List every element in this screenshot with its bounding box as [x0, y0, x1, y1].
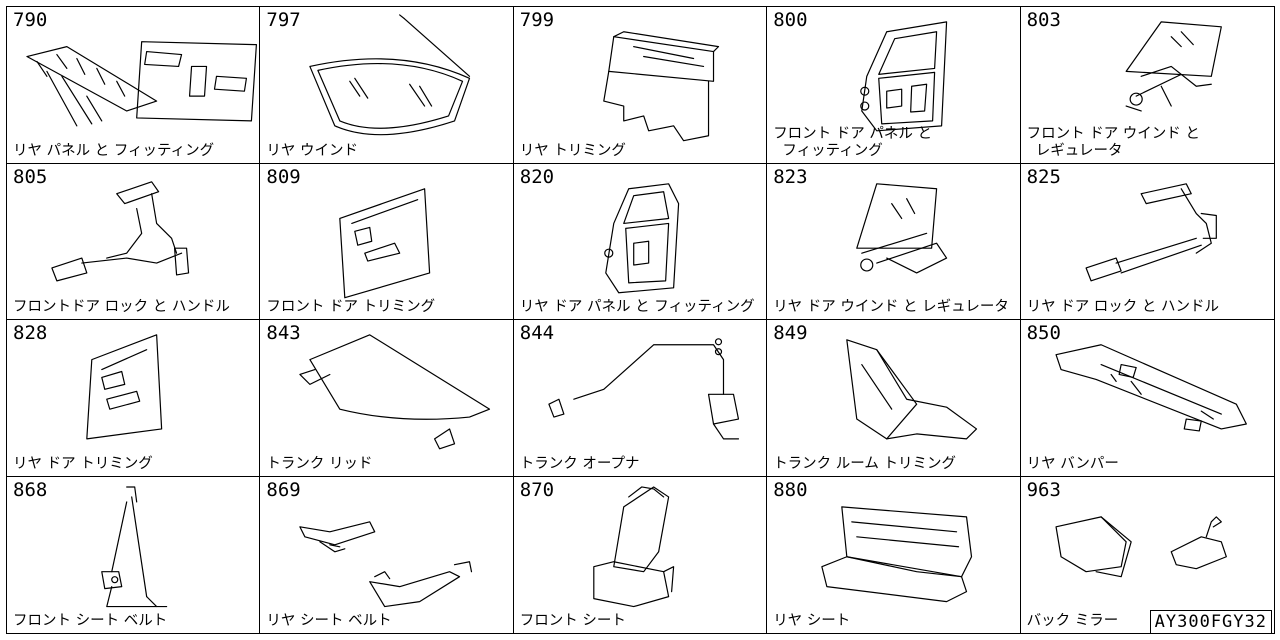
- part-code: 880: [773, 478, 808, 501]
- rear-seat-belt-icon: [299, 520, 473, 607]
- part-group-805[interactable]: 805 フロントドア ロック と ハンドル: [7, 163, 261, 320]
- part-code: 803: [1026, 9, 1061, 31]
- part-code: 850: [1026, 322, 1061, 344]
- front-seat-icon: [593, 485, 675, 607]
- part-code: 870: [519, 478, 555, 501]
- rear-trim-icon: [602, 31, 719, 142]
- rear-door-lock-handle-icon: [1085, 182, 1217, 281]
- part-code: 809: [266, 165, 301, 188]
- part-label: トランク リッド: [266, 455, 373, 472]
- trunk-room-trim-icon: [846, 339, 978, 440]
- part-label: フロント ドア パネル と フィッティング: [773, 125, 933, 159]
- part-label: リヤ ドア ロック と ハンドル: [1026, 299, 1220, 315]
- part-label: フロント ドア ウインド と レギュレータ: [1026, 125, 1200, 159]
- part-group-809[interactable]: 809 フロント ドア トリミング: [260, 163, 514, 320]
- part-code: 843: [266, 322, 301, 344]
- part-group-870[interactable]: 870 フロント シート: [513, 476, 768, 633]
- part-code: 790: [13, 9, 48, 31]
- part-code: 868: [13, 478, 48, 501]
- trunk-lid-icon: [299, 334, 491, 450]
- part-code: 828: [13, 322, 48, 344]
- part-group-850[interactable]: 850 リヤ バンパー: [1020, 320, 1274, 477]
- part-label: フロント シート ベルト: [13, 613, 168, 629]
- part-label: トランク オープナ: [519, 455, 640, 472]
- part-group-828[interactable]: 828 リヤ ドア トリミング: [7, 320, 261, 477]
- part-label: リヤ バンパー: [1026, 455, 1119, 472]
- part-label: バック ミラー: [1026, 613, 1119, 629]
- front-door-trim-icon: [339, 187, 431, 298]
- part-code: 800: [773, 9, 808, 31]
- rear-window-icon: [309, 14, 471, 136]
- part-group-803[interactable]: 803 フロント ドア ウインド と レギュレータ: [1020, 7, 1274, 164]
- part-code: 797: [266, 9, 301, 31]
- rear-door-window-regulator-icon: [856, 182, 948, 274]
- trunk-opener-icon: [548, 338, 739, 440]
- part-group-823[interactable]: 823 リヤ ドア ウインド と レギュレータ: [767, 163, 1021, 320]
- part-label: フロント ドア トリミング: [266, 299, 436, 315]
- part-label: リヤ ドア ウインド と レギュレータ: [773, 299, 1009, 315]
- part-code: 820: [519, 165, 555, 188]
- part-label: リヤ トリミング: [519, 142, 626, 159]
- front-door-lock-handle-icon: [51, 180, 190, 281]
- part-code: 869: [266, 478, 301, 501]
- rear-bumper-icon: [1055, 344, 1247, 432]
- part-code: 963: [1026, 478, 1061, 501]
- part-group-849[interactable]: 849 トランク ルーム トリミング: [767, 320, 1021, 477]
- part-group-820[interactable]: 820 リヤ ドア パネル と フィッティング: [513, 163, 768, 320]
- part-group-825[interactable]: 825 リヤ ドア ロック と ハンドル: [1020, 163, 1274, 320]
- catalog-id: AY300FGY32: [1149, 610, 1272, 634]
- rear-panel-icon: [26, 41, 257, 127]
- part-label: フロント シート: [519, 613, 626, 629]
- front-seat-belt-icon: [101, 485, 168, 607]
- parts-index-grid: 790 リヤ パネル と フィッティング 797 リヤ ウインド 799 リヤ トリミング…: [6, 6, 1275, 634]
- part-group-843[interactable]: 843 トランク リッド: [260, 320, 514, 477]
- part-group-844[interactable]: 844 トランク オープナ: [513, 320, 768, 477]
- part-group-797[interactable]: 797 リヤ ウインド: [260, 7, 514, 164]
- part-label: トランク ルーム トリミング: [773, 455, 956, 472]
- rear-seat-icon: [821, 505, 973, 602]
- part-code: 849: [773, 322, 808, 344]
- part-code: 844: [519, 322, 555, 344]
- part-label: リヤ ドア パネル と フィッティング: [519, 299, 755, 315]
- part-group-880[interactable]: 880 リヤ シート: [767, 476, 1021, 633]
- rear-view-mirror-icon: [1055, 515, 1227, 577]
- part-group-799[interactable]: 799 リヤ トリミング: [513, 7, 768, 164]
- part-label: リヤ ドア トリミング: [13, 455, 153, 472]
- part-code: 825: [1026, 165, 1061, 188]
- part-code: 823: [773, 165, 808, 188]
- part-label: リヤ パネル と フィッティング: [13, 142, 215, 159]
- rear-door-trim-icon: [86, 334, 163, 440]
- part-label: フロントドア ロック と ハンドル: [13, 299, 230, 315]
- part-group-963[interactable]: 963 バック ミラー: [1020, 476, 1274, 633]
- part-group-790[interactable]: 790 リヤ パネル と フィッティング: [7, 7, 261, 164]
- part-label: リヤ シート ベルト: [266, 613, 392, 629]
- part-code: 805: [13, 165, 48, 188]
- part-group-869[interactable]: 869 リヤ シート ベルト: [260, 476, 514, 633]
- front-door-panel-icon: [860, 21, 948, 132]
- rear-door-panel-icon: [603, 182, 679, 293]
- part-code: 799: [519, 9, 555, 31]
- part-label: リヤ シート: [773, 613, 851, 629]
- part-label: リヤ ウインド: [266, 142, 358, 159]
- part-group-800[interactable]: 800 フロント ドア パネル と フィッティング: [767, 7, 1021, 164]
- front-door-window-regulator-icon: [1125, 21, 1222, 112]
- part-group-868[interactable]: 868 フロント シート ベルト: [7, 476, 261, 633]
